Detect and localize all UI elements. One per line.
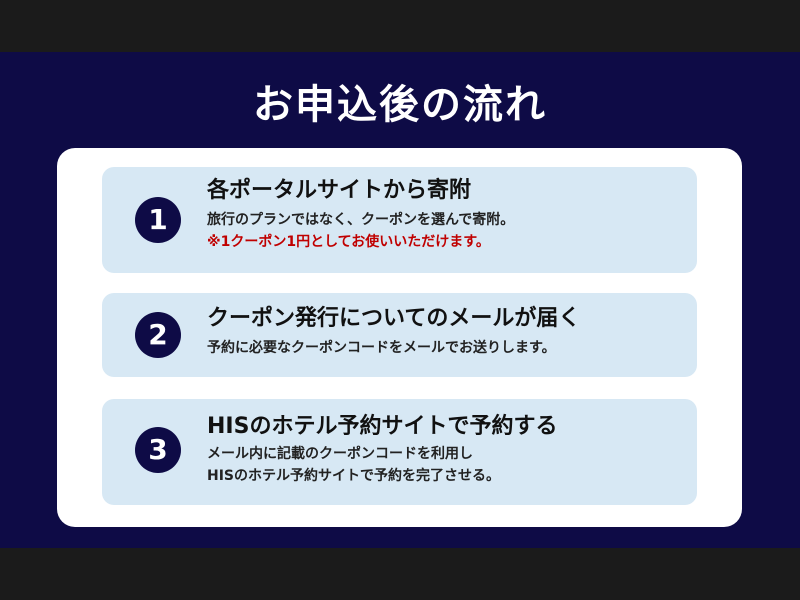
step-description: 予約に必要なクーポンコードをメールでお送りします。 [207,340,556,356]
step-note: ※1クーポン1円としてお使いいただけます。 [207,234,490,250]
step-heading: クーポン発行についてのメールが届く [207,306,581,331]
flow-card: 1 各ポータルサイトから寄附 旅行のプランではなく、クーポンを選んで寄附。 ※1… [57,148,742,527]
top-band [0,0,800,52]
step-description: HISのホテル予約サイトで予約を完了させる。 [207,468,501,484]
step-number-badge: 1 [135,197,181,243]
step-heading: 各ポータルサイトから寄附 [207,178,472,203]
step-description: メール内に記載のクーポンコードを利用し [207,446,473,462]
step-heading: HISのホテル予約サイトで予約する [207,414,558,439]
step-number-badge: 2 [135,312,181,358]
step-2: 2 クーポン発行についてのメールが届く 予約に必要なクーポンコードをメールでお送… [102,293,697,377]
step-1: 1 各ポータルサイトから寄附 旅行のプランではなく、クーポンを選んで寄附。 ※1… [102,167,697,273]
step-3: 3 HISのホテル予約サイトで予約する メール内に記載のクーポンコードを利用し … [102,399,697,505]
bottom-band [0,548,800,600]
step-description: 旅行のプランではなく、クーポンを選んで寄附。 [207,212,515,228]
page-title: お申込後の流れ [253,82,547,128]
step-number-badge: 3 [135,427,181,473]
